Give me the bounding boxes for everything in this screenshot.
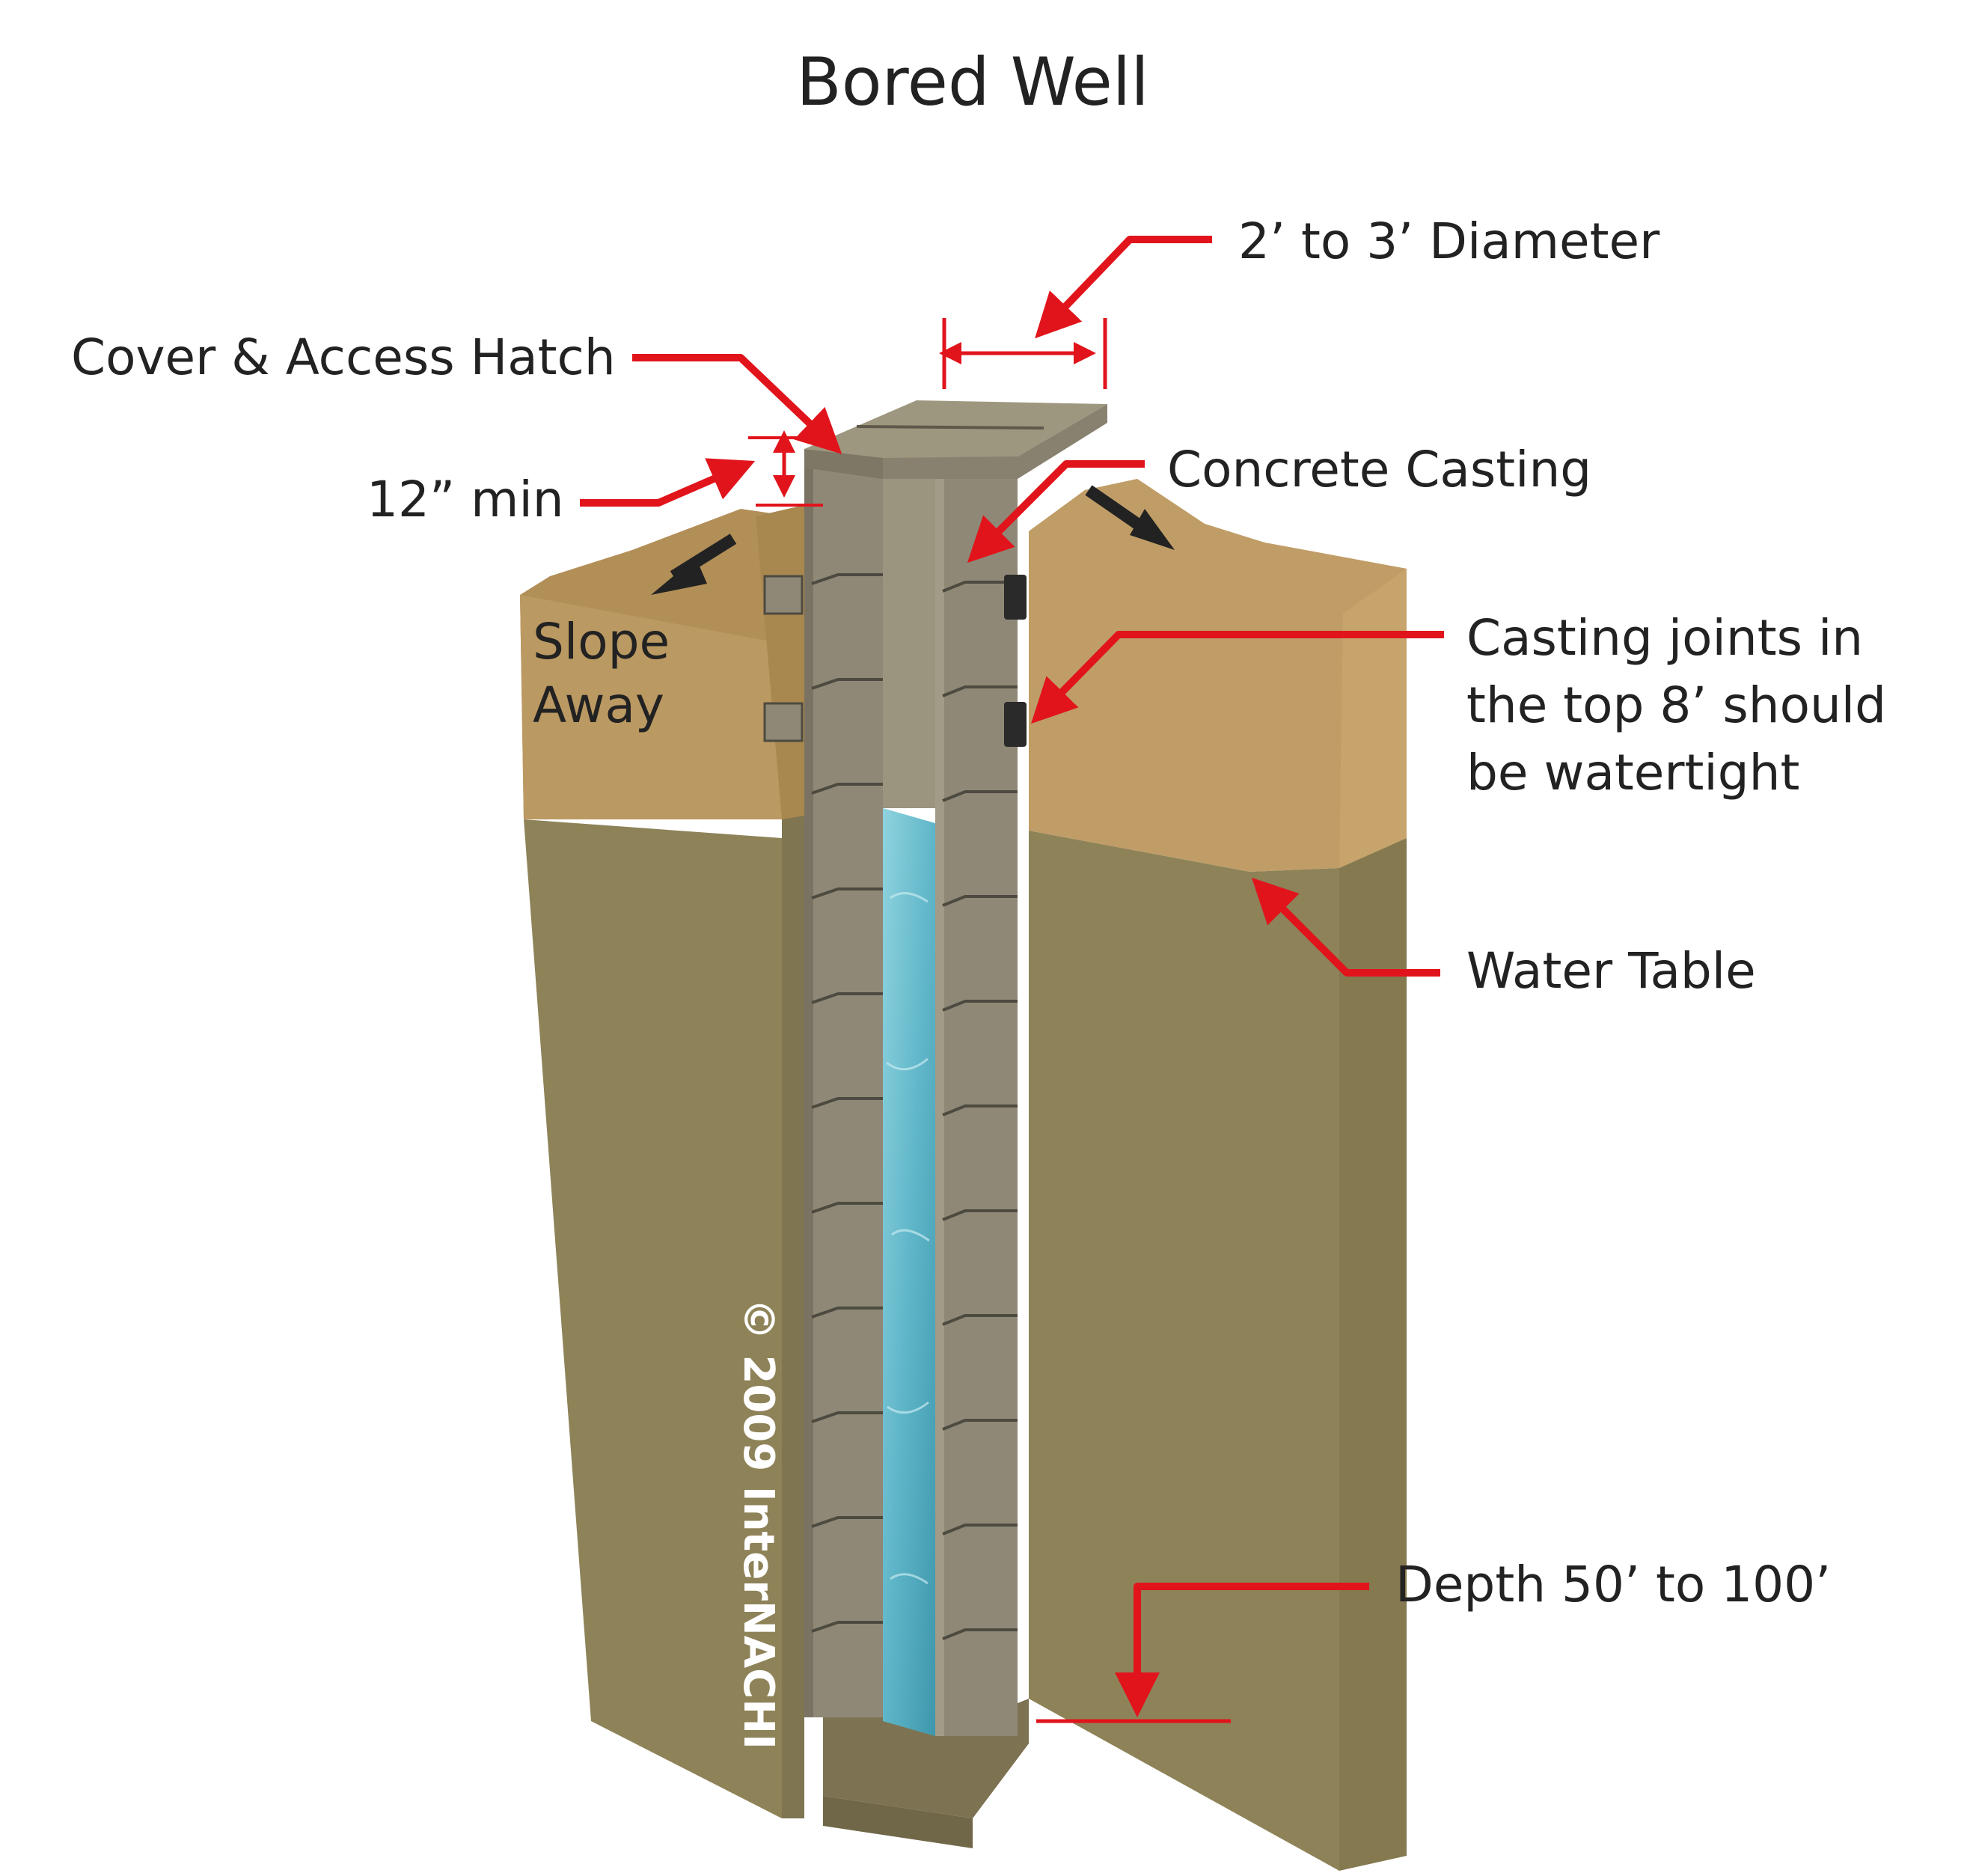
diameter-leader: [1035, 236, 1212, 339]
right-joint-lines: [942, 581, 1018, 1640]
well-shaft: [763, 400, 1107, 1848]
right-casting-inner: [935, 449, 944, 1736]
left-casting-face: [812, 449, 883, 1717]
interior-back-wall: [883, 453, 935, 808]
cover-right: [883, 404, 1107, 479]
slope-arrow-right-head: [1130, 509, 1175, 550]
well-floor-front: [823, 1796, 973, 1848]
left-inner-wall: [756, 505, 804, 1818]
joints-label-line3: be watertight: [1466, 744, 1799, 801]
earth-block: [520, 479, 1407, 1871]
joint-seal-left-2: [763, 702, 804, 742]
depth-leader: [1115, 1583, 1369, 1717]
left-topsoil-front: [520, 595, 782, 819]
water-column: [883, 808, 935, 1736]
right-casting-face: [943, 449, 1018, 1736]
min-height-leader: [580, 458, 756, 507]
joints-label-line1: Casting joints in: [1466, 609, 1863, 667]
left-casting-edge: [804, 456, 813, 1717]
concrete-label: Concrete Casting: [1167, 441, 1591, 498]
diagram-title: Bored Well: [796, 43, 1148, 120]
joint-seal-right-1: [1004, 575, 1027, 620]
water-table-leader: [1251, 877, 1440, 977]
left-subsoil-front: [524, 819, 782, 1818]
water-table-label: Water Table: [1466, 942, 1756, 1000]
left-joint-lines: [811, 573, 883, 1633]
water-reflections: [886, 892, 930, 1585]
joint-seal-right-2: [1004, 702, 1027, 747]
concrete-leader: [967, 460, 1145, 563]
callout-lines: [580, 236, 1444, 1723]
slope-arrow-right: [1085, 485, 1141, 529]
right-topsoil-front: [1029, 479, 1407, 872]
cover-label: Cover & Access Hatch: [71, 329, 616, 386]
depth-label: Depth 50’ to 100’: [1395, 1556, 1831, 1613]
joint-seal-left-1: [763, 575, 804, 615]
cover-front: [804, 449, 883, 479]
joints-label-line2: the top 8’ should: [1466, 676, 1886, 734]
hatch-seam: [856, 425, 1044, 430]
slope-label-line1: Slope: [533, 613, 670, 670]
right-subsoil-front: [1029, 831, 1339, 1871]
joints-leader: [1030, 631, 1444, 724]
min-height-label: 12” min: [367, 471, 564, 528]
cover-leader: [632, 354, 842, 454]
slope-arrow-left-head: [651, 557, 707, 595]
slope-arrows: [651, 485, 1175, 595]
right-topsoil-side: [1339, 569, 1407, 868]
slope-label-line2: Away: [533, 676, 664, 734]
right-subsoil-side: [1339, 838, 1407, 1871]
diameter-label: 2’ to 3’ Diameter: [1238, 213, 1660, 270]
cover-top: [804, 400, 1107, 458]
copyright-text: © 2009 InterNACHI: [734, 1298, 783, 1750]
